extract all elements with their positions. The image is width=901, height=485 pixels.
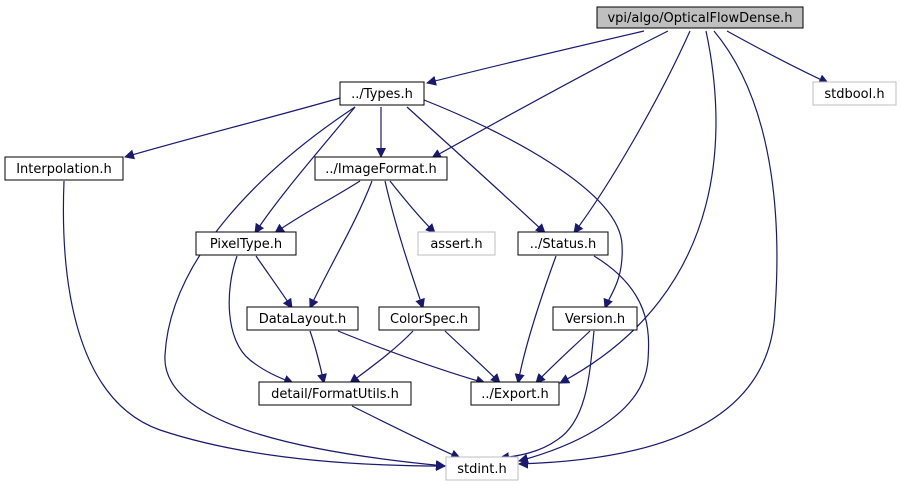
- node-box: [378, 306, 480, 331]
- node-pixel-type[interactable]: PixelType.h: [195, 231, 297, 256]
- node-box: [812, 81, 897, 106]
- node-box: [195, 231, 297, 256]
- node-label: ../Status.h: [530, 237, 596, 252]
- node-assert: assert.h: [417, 231, 496, 256]
- node-box: [246, 306, 359, 331]
- edges-layer: [62, 30, 829, 471]
- node-status[interactable]: ../Status.h: [517, 231, 609, 256]
- edge-optical-flow-dense-to-stdbool: [726, 30, 829, 84]
- node-label: Interpolation.h: [16, 162, 112, 177]
- edge-optical-flow-dense-to-status: [573, 30, 691, 234]
- node-box: [314, 156, 448, 181]
- node-interpolation[interactable]: Interpolation.h: [4, 156, 124, 181]
- node-label: ../Types.h: [351, 87, 413, 102]
- node-label: stdint.h: [457, 462, 506, 477]
- node-label: vpi/algo/OpticalFlowDense.h: [607, 11, 792, 26]
- node-label: Version.h: [565, 312, 625, 327]
- edge-optical-flow-dense-to-export: [559, 30, 717, 384]
- node-label: assert.h: [430, 237, 482, 252]
- node-types[interactable]: ../Types.h: [339, 81, 425, 106]
- edge-image-format-to-data-layout: [309, 180, 373, 309]
- node-stdbool: stdbool.h: [812, 81, 897, 106]
- node-box: [445, 456, 519, 481]
- node-box: [470, 381, 560, 406]
- edge-data-layout-to-export: [337, 330, 486, 386]
- node-data-layout[interactable]: DataLayout.h: [246, 306, 359, 331]
- edge-pixel-type-to-format-utils: [228, 255, 294, 385]
- edge-status-to-export: [514, 255, 557, 384]
- edge-types-to-version: [423, 99, 623, 309]
- edge-data-layout-to-format-utils: [309, 330, 327, 384]
- edge-types-to-pixel-type: [254, 106, 356, 234]
- node-box: [517, 231, 609, 256]
- edge-pixel-type-to-data-layout: [255, 255, 293, 309]
- edge-version-to-stdint: [499, 330, 595, 463]
- edge-interpolation-to-stdint: [62, 180, 446, 471]
- node-label: ColorSpec.h: [390, 312, 468, 327]
- node-format-utils[interactable]: detail/FormatUtils.h: [258, 381, 412, 406]
- node-box: [339, 81, 425, 106]
- node-box: [258, 381, 412, 406]
- node-export[interactable]: ../Export.h: [470, 381, 560, 406]
- node-stdint: stdint.h: [445, 456, 519, 481]
- node-box: [596, 6, 804, 29]
- node-version[interactable]: Version.h: [552, 306, 638, 331]
- edge-status-to-stdint: [518, 255, 650, 464]
- edge-version-to-export: [535, 330, 591, 384]
- node-label: stdbool.h: [824, 87, 884, 102]
- edge-optical-flow-dense-to-image-format: [431, 30, 669, 159]
- edge-image-format-to-pixel-type: [274, 180, 361, 234]
- edge-image-format-to-color-spec: [384, 180, 425, 309]
- edge-types-to-interpolation: [124, 97, 341, 160]
- node-label: ../Export.h: [481, 387, 549, 402]
- node-label: ../ImageFormat.h: [325, 162, 437, 177]
- node-image-format[interactable]: ../ImageFormat.h: [314, 156, 448, 181]
- edge-color-spec-to-export: [444, 330, 501, 384]
- node-box: [4, 156, 124, 181]
- node-label: DataLayout.h: [259, 312, 347, 327]
- node-label: PixelType.h: [210, 237, 282, 252]
- edge-optical-flow-dense-to-types: [426, 30, 645, 86]
- edge-color-spec-to-format-utils: [349, 330, 414, 384]
- edge-image-format-to-assert: [389, 180, 436, 234]
- edge-types-to-status: [406, 106, 546, 234]
- node-label: detail/FormatUtils.h: [271, 387, 399, 402]
- edge-types-to-stdint: [164, 106, 446, 471]
- node-optical-flow-dense[interactable]: vpi/algo/OpticalFlowDense.h: [596, 6, 804, 29]
- node-box: [417, 231, 496, 256]
- edge-optical-flow-dense-to-stdint: [518, 30, 778, 469]
- edge-format-utils-to-stdint: [351, 405, 461, 460]
- nodes-layer: vpi/algo/OpticalFlowDense.h ../Types.h std…: [4, 6, 897, 481]
- node-box: [552, 306, 638, 331]
- node-color-spec[interactable]: ColorSpec.h: [378, 306, 480, 331]
